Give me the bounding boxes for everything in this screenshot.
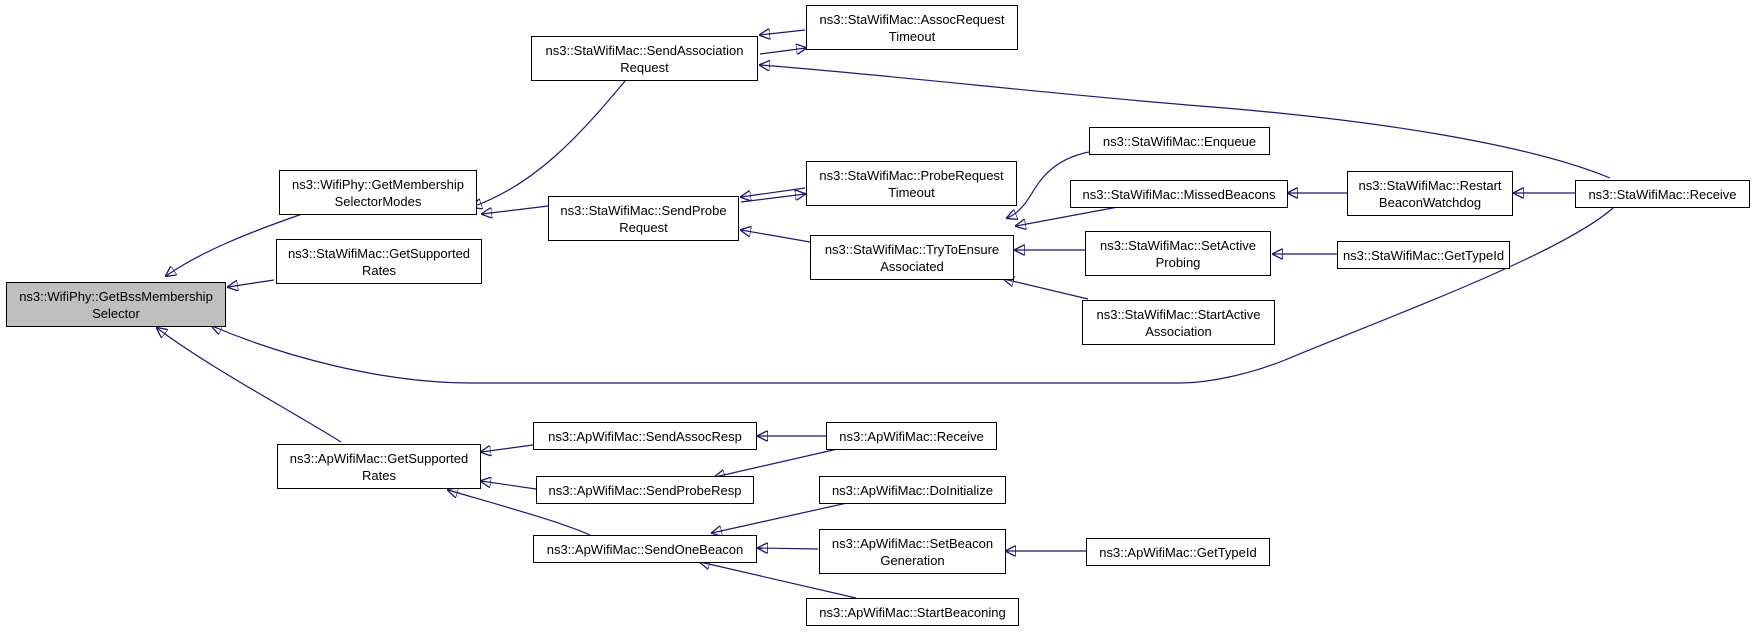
- node-stawifimac-receive[interactable]: ns3::StaWifiMac::Receive: [1575, 180, 1750, 208]
- edge-sta-sendprobe-to-sta-probetimeout: [740, 194, 805, 203]
- node-stawifimac-sendproberequest[interactable]: ns3::StaWifiMac::SendProbe Request: [548, 196, 739, 241]
- edge-ap-getsupported-to-getbss: [157, 328, 342, 443]
- node-apwifimac-startbeaconing[interactable]: ns3::ApWifiMac::StartBeaconing: [806, 598, 1019, 626]
- edge-sta-missed-to-sta-trytoensure: [1016, 206, 1119, 226]
- node-wifiphy-getmembershipselectormodes[interactable]: ns3::WifiPhy::GetMembership SelectorMode…: [279, 170, 477, 215]
- node-apwifimac-getsupportedrates[interactable]: ns3::ApWifiMac::GetSupported Rates: [277, 444, 481, 489]
- edge-sta-trytoensure-to-sta-sendprobe: [741, 230, 811, 243]
- edge-sta-assoctimeout-to-sta-sendassoc: [760, 30, 806, 35]
- edge-ap-setbeacon-to-ap-sendonebeacon: [758, 548, 819, 549]
- node-apwifimac-sendonebeacon[interactable]: ns3::ApWifiMac::SendOneBeacon: [533, 535, 757, 563]
- node-wifiphy-getbssmembershipselector: ns3::WifiPhy::GetBssMembership Selector: [6, 282, 226, 327]
- edge-ap-receive-to-ap-sendproberesp: [715, 447, 843, 477]
- edge-ap-startbeaconing-to-ap-sendonebeacon: [700, 562, 857, 599]
- node-apwifimac-sendproberesp[interactable]: ns3::ApWifiMac::SendProbeResp: [536, 476, 754, 504]
- edge-sta-receive-to-getbss: [212, 207, 1614, 384]
- node-stawifimac-gettypeid[interactable]: ns3::StaWifiMac::GetTypeId: [1337, 241, 1510, 269]
- node-stawifimac-sendassociationrequest[interactable]: ns3::StaWifiMac::SendAssociation Request: [531, 36, 758, 81]
- node-apwifimac-sendassocresp[interactable]: ns3::ApWifiMac::SendAssocResp: [533, 422, 757, 450]
- edge-sta-enqueue-to-sta-trytoensure: [1007, 150, 1095, 218]
- node-stawifimac-enqueue[interactable]: ns3::StaWifiMac::Enqueue: [1089, 127, 1270, 155]
- node-stawifimac-restartbeaconwatchdog[interactable]: ns3::StaWifiMac::Restart BeaconWatchdog: [1347, 171, 1513, 216]
- edge-sta-getsupported-to-getbss: [228, 279, 275, 287]
- edge-phy-getmembership-to-getbss: [166, 212, 306, 276]
- node-stawifimac-getsupportedrates[interactable]: ns3::StaWifiMac::GetSupported Rates: [276, 239, 482, 284]
- edge-ap-sendassocresp-to-ap-getsupported: [481, 444, 534, 452]
- edge-sta-sendassoc-to-sta-assoctimeout: [759, 48, 806, 54]
- node-stawifimac-setactiveprobing[interactable]: ns3::StaWifiMac::SetActive Probing: [1085, 231, 1271, 276]
- edge-ap-sendonebeacon-to-ap-getsupported: [448, 490, 591, 536]
- edge-sta-startactive-to-sta-trytoensure: [1004, 279, 1089, 300]
- edge-sta-receive-to-sta-sendassoc: [760, 65, 1611, 179]
- node-stawifimac-assocrequesttimeout[interactable]: ns3::StaWifiMac::AssocRequest Timeout: [806, 5, 1018, 50]
- node-apwifimac-gettypeid[interactable]: ns3::ApWifiMac::GetTypeId: [1086, 538, 1270, 566]
- edge-sta-sendassoc-to-sta-getsupported: [472, 80, 626, 207]
- node-apwifimac-doinitialize[interactable]: ns3::ApWifiMac::DoInitialize: [819, 476, 1006, 504]
- edge-ap-doinit-to-ap-sendonebeacon: [712, 502, 848, 533]
- node-stawifimac-missedbeacons[interactable]: ns3::StaWifiMac::MissedBeacons: [1070, 180, 1288, 208]
- node-apwifimac-setbeacongeneration[interactable]: ns3::ApWifiMac::SetBeacon Generation: [819, 529, 1006, 574]
- node-stawifimac-startactiveassociation[interactable]: ns3::StaWifiMac::StartActive Association: [1082, 300, 1275, 345]
- node-stawifimac-proberequesttimeout[interactable]: ns3::StaWifiMac::ProbeRequest Timeout: [806, 161, 1017, 206]
- node-apwifimac-receive[interactable]: ns3::ApWifiMac::Receive: [826, 422, 997, 450]
- edge-sta-probetimeout-to-sta-sendprobe: [741, 187, 806, 197]
- edge-sta-sendprobe-to-sta-getsupported: [482, 205, 549, 214]
- node-stawifimac-trytoensureassociated[interactable]: ns3::StaWifiMac::TryToEnsure Associated: [810, 235, 1014, 280]
- edge-ap-sendproberesp-to-ap-getsupported: [481, 481, 537, 490]
